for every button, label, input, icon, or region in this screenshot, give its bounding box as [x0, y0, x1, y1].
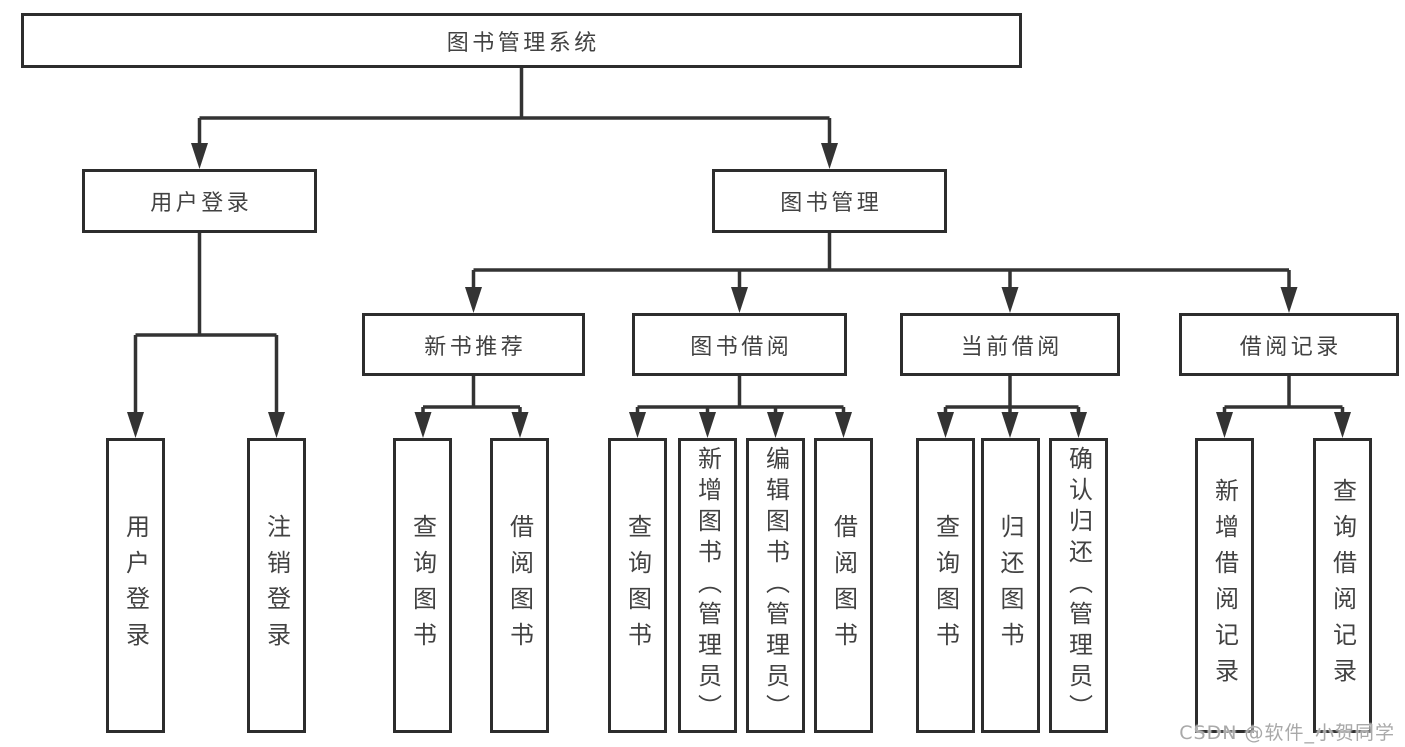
node-root-library-management-system: 图书管理系统	[21, 13, 1022, 68]
node-leaf-query-books-bb: 查询图书	[608, 438, 667, 733]
node-label: 确认归还（管理员）	[1064, 446, 1093, 725]
node-label: 查询借阅记录	[1328, 477, 1357, 694]
node-label: 借阅图书	[505, 513, 534, 658]
node-leaf-return-books: 归还图书	[980, 438, 1040, 733]
node-label: 注销登录	[262, 513, 291, 658]
node-book-borrowing: 图书借阅	[632, 313, 847, 376]
node-new-book-recommendation: 新书推荐	[362, 313, 585, 376]
node-leaf-add-books-admin: 新增图书（管理员）	[678, 438, 737, 733]
node-leaf-borrow-books-bb: 借阅图书	[814, 438, 873, 733]
node-label: 图书管理	[780, 191, 883, 216]
node-label: 借阅记录	[1239, 334, 1342, 360]
node-leaf-query-borrow-record: 查询借阅记录	[1313, 438, 1372, 733]
node-leaf-edit-books-admin: 编辑图书（管理员）	[746, 438, 805, 733]
node-label: 查询图书	[408, 513, 437, 658]
node-leaf-add-borrow-record: 新增借阅记录	[1195, 438, 1254, 733]
node-label: 归还图书	[996, 513, 1024, 658]
csdn-watermark: CSDN @软件_小贺同学	[1179, 722, 1395, 744]
node-label: 新增图书（管理员）	[693, 446, 722, 725]
node-label: 图书借阅	[690, 334, 793, 360]
node-label: 当前借阅	[960, 334, 1063, 360]
node-label: 用户登录	[150, 191, 253, 216]
node-leaf-logout: 注销登录	[247, 438, 306, 733]
node-label: 图书管理系统	[446, 30, 600, 56]
node-user-login-module: 用户登录	[82, 169, 317, 233]
node-label: 查询图书	[931, 513, 960, 658]
node-leaf-user-login: 用户登录	[106, 438, 165, 733]
node-book-management-module: 图书管理	[712, 169, 947, 233]
node-label: 查询图书	[623, 513, 652, 658]
node-label: 编辑图书（管理员）	[761, 446, 790, 725]
node-leaf-query-books-rec: 查询图书	[393, 438, 452, 733]
node-leaf-confirm-return-admin: 确认归还（管理员）	[1049, 438, 1108, 733]
node-leaf-query-books-cb: 查询图书	[916, 438, 975, 733]
node-label: 借阅图书	[829, 513, 858, 658]
node-label: 新书推荐	[424, 334, 527, 360]
node-leaf-borrow-books-rec: 借阅图书	[490, 438, 549, 733]
node-label: 用户登录	[121, 513, 150, 658]
node-label: 新增借阅记录	[1210, 477, 1239, 694]
node-current-borrowing: 当前借阅	[900, 313, 1120, 376]
node-borrowing-records: 借阅记录	[1179, 313, 1399, 376]
